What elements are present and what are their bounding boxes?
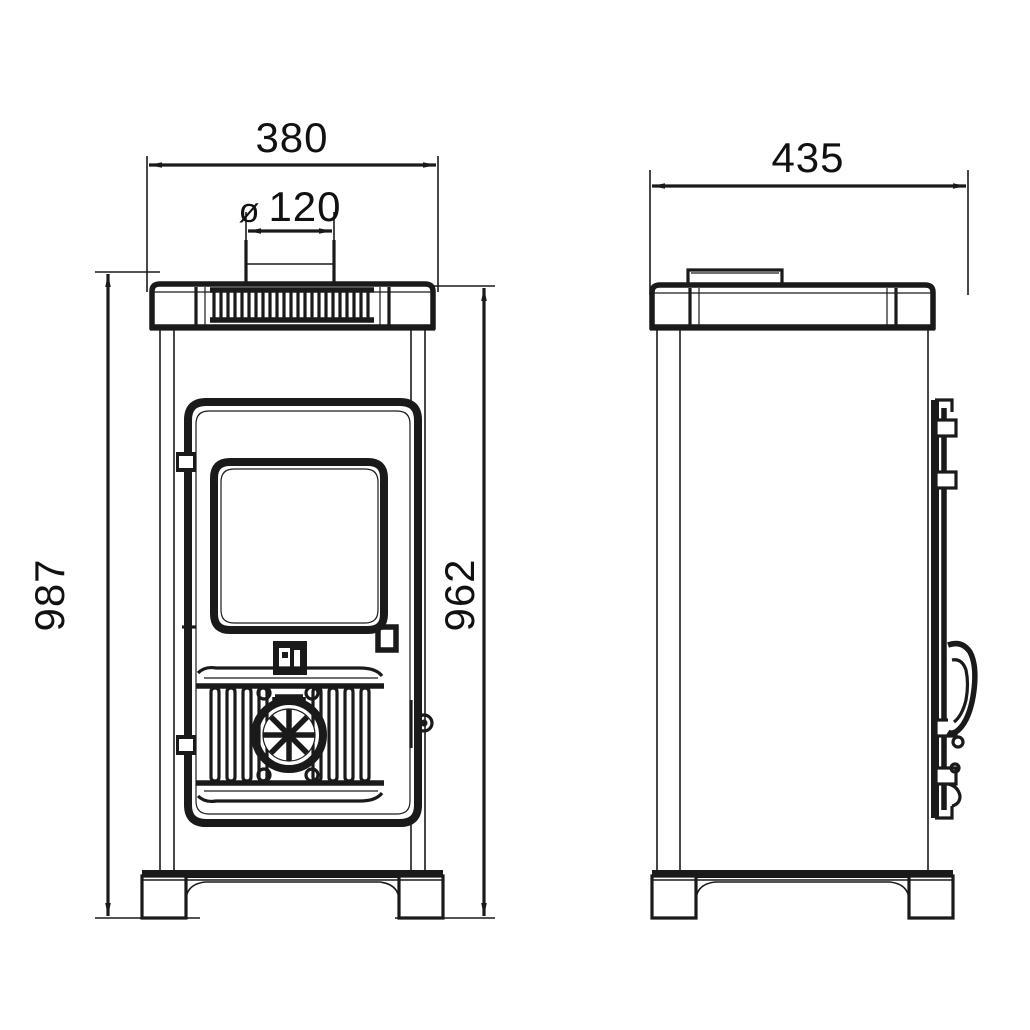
dimension-380: 380 [149, 114, 436, 168]
flue-collar [244, 240, 336, 288]
door-handle[interactable] [375, 624, 434, 748]
dimension-flue-120: ø 120 [239, 183, 341, 234]
top-plate [149, 281, 436, 331]
top-ribbed-grille [210, 287, 374, 323]
side-view-extension-lines [649, 170, 969, 295]
dimension-flue-120-label: 120 [268, 183, 341, 230]
side-base-plinth [650, 870, 955, 920]
dimension-987-label: 987 [26, 558, 73, 631]
dimension-987: 987 [26, 274, 111, 916]
front-view: 380 ø 120 987 962 [26, 114, 495, 920]
dimension-435: 435 [652, 134, 966, 189]
door-hinges [176, 452, 196, 755]
door-assembly [176, 398, 434, 827]
door-latch-emblem [273, 641, 307, 675]
door-glass-pane [210, 458, 388, 634]
dimension-962: 962 [436, 288, 487, 916]
side-top-plate [649, 282, 936, 331]
dimension-962-label: 962 [436, 558, 483, 631]
dimension-flue-diameter-symbol: ø [239, 192, 260, 230]
base-plinth [140, 870, 445, 920]
side-body-shell [656, 330, 929, 873]
side-door-edge [931, 398, 958, 820]
ash-grate [196, 665, 384, 804]
side-door-handle[interactable] [946, 640, 978, 808]
dimension-380-label: 380 [255, 114, 328, 161]
dimension-435-label: 435 [771, 134, 844, 181]
side-view: 435 [649, 134, 978, 920]
primary-air-control-wheel[interactable] [251, 694, 327, 773]
